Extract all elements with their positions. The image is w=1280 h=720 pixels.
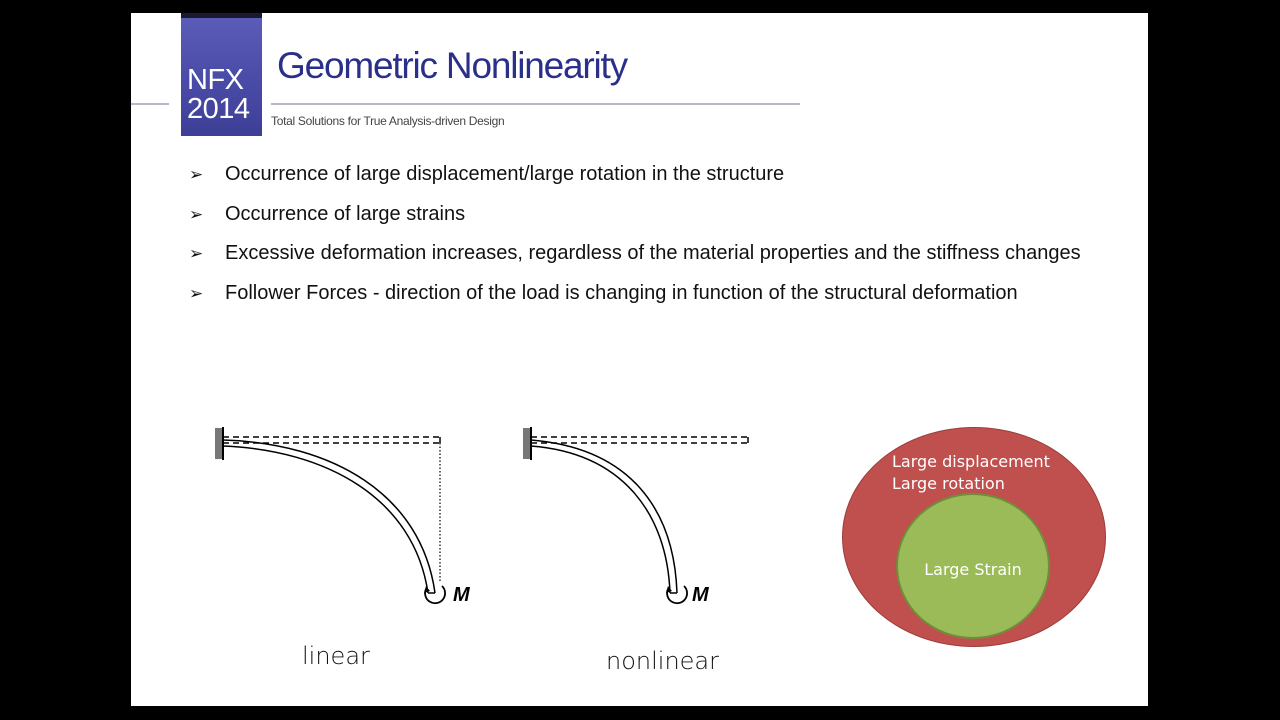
moment-arrow-icon: [666, 585, 688, 605]
caption-linear: linear: [302, 642, 370, 670]
venn-outer-label: Large displacement Large rotation: [892, 451, 1050, 495]
moment-label: M: [692, 584, 710, 606]
logo-line1: NFX: [187, 64, 244, 96]
nfx-logo: NFX 2014: [181, 13, 262, 136]
venn-outer-label-line2: Large rotation: [892, 474, 1005, 493]
header-rule: [271, 103, 800, 105]
bullet-text: Occurrence of large strains: [225, 202, 466, 225]
venn-outer-label-line1: Large displacement: [892, 452, 1050, 471]
bullet-text: Excessive deformation increases, regardl…: [225, 242, 1081, 264]
slide-subtitle: Total Solutions for True Analysis-driven…: [271, 114, 505, 128]
logo-line2: 2014: [187, 93, 250, 125]
wall-support: [523, 428, 531, 459]
slide-title: Geometric Nonlinearity: [277, 45, 628, 86]
bullet-item: ➢ Follower Forces - direction of the loa…: [189, 274, 1139, 314]
bullet-item: ➢ Excessive deformation increases, regar…: [189, 234, 1139, 274]
venn-inner-label: Large Strain: [924, 560, 1022, 579]
bullet-item: ➢ Occurrence of large displacement/large…: [189, 155, 1139, 195]
arrow-bullet-icon: ➢: [189, 283, 204, 303]
venn-inner-circle: Large Strain: [896, 493, 1050, 639]
logo-text: NFX 2014: [187, 66, 250, 124]
moment-arrow-icon: [424, 585, 446, 605]
bullet-text: Occurrence of large displacement/large r…: [225, 163, 785, 185]
bullet-item: ➢ Occurrence of large strains: [189, 195, 1139, 235]
header-rule-left: [131, 103, 169, 105]
bullet-list: ➢ Occurrence of large displacement/large…: [189, 155, 1139, 313]
slide: NFX 2014 Geometric Nonlinearity Total So…: [131, 13, 1148, 706]
venn-diagram: Large displacement Large rotation Large …: [842, 427, 1106, 647]
arrow-bullet-icon: ➢: [189, 244, 204, 263]
bullet-text: Follower Forces - direction of the load …: [225, 281, 1018, 304]
moment-label: M: [453, 584, 471, 606]
wall-support: [215, 428, 223, 459]
nonlinear-beam-diagram: M: [523, 427, 749, 606]
arrow-bullet-icon: ➢: [189, 165, 204, 184]
caption-nonlinear: nonlinear: [606, 647, 719, 675]
arrow-bullet-icon: ➢: [189, 204, 204, 224]
linear-beam-diagram: M: [215, 427, 471, 606]
